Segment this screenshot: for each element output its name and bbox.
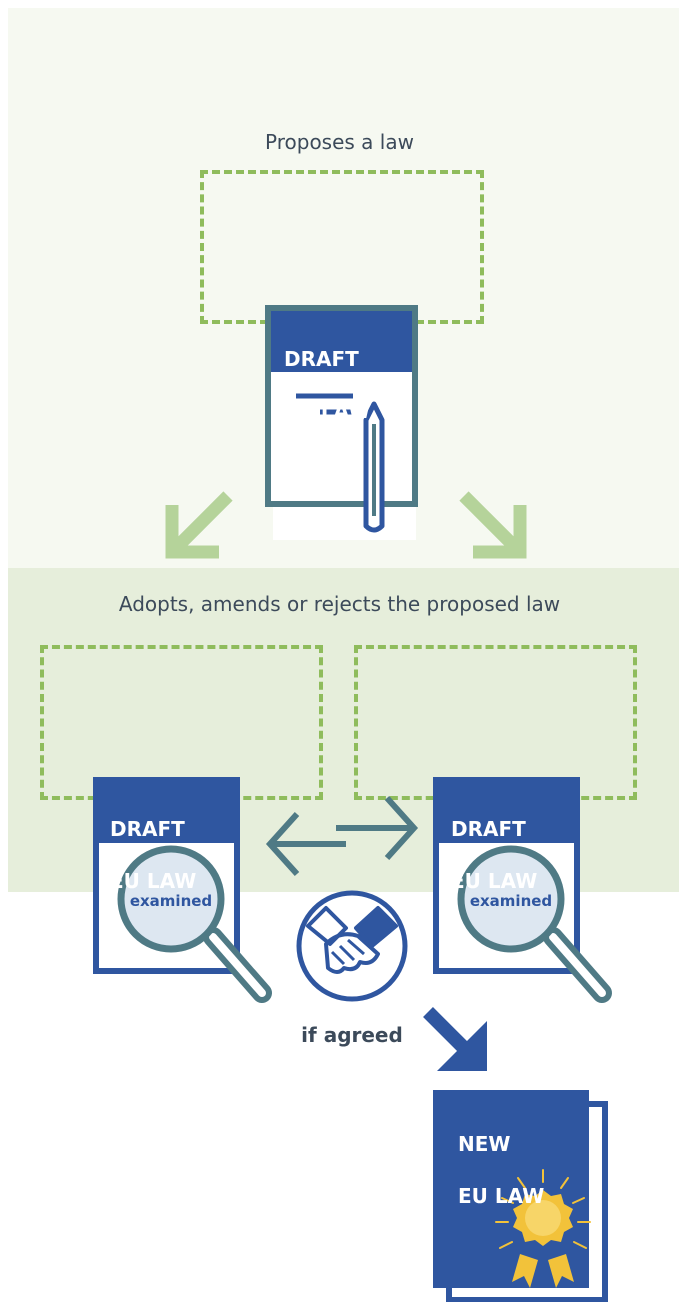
magnifier-right-icon xyxy=(457,845,612,1003)
draft-document-icon xyxy=(265,305,418,540)
examined-left-line1: DRAFT xyxy=(110,817,185,841)
new-law-line1: NEW xyxy=(458,1132,511,1156)
new-law-title: NEW EU LAW xyxy=(458,1105,544,1235)
exchange-arrows-icon xyxy=(265,795,419,877)
handshake-icon xyxy=(296,890,408,1002)
magnifier-left-icon xyxy=(117,845,272,1003)
proposal-caption: Proposes a law xyxy=(265,130,414,154)
light-arrow-left-icon xyxy=(165,491,233,559)
examined-right-line2: EU LAW xyxy=(451,869,538,893)
examined-left-line2: EU LAW xyxy=(110,869,197,893)
examined-right-title: DRAFT EU LAW xyxy=(451,790,537,920)
examined-right-line1: DRAFT xyxy=(451,817,526,841)
new-law-line2: EU LAW xyxy=(458,1184,545,1208)
seal-icon xyxy=(495,1169,591,1288)
examined-left-title: DRAFT EU LAW xyxy=(110,790,196,920)
examined-right-stamp: examined xyxy=(469,892,553,910)
adoption-caption: Adopts, amends or rejects the proposed l… xyxy=(118,592,561,616)
examined-left-stamp: examined xyxy=(129,892,213,910)
agreement-caption: if agreed xyxy=(301,1023,403,1047)
draft-doc-line1: DRAFT xyxy=(284,347,359,371)
pen-icon xyxy=(363,401,385,533)
dark-arrow-icon xyxy=(423,1007,487,1071)
draft-doc-title: DRAFT EU LAW xyxy=(284,320,370,450)
draft-doc-line2: EU LAW xyxy=(284,399,371,423)
light-arrow-right-icon xyxy=(459,491,527,559)
